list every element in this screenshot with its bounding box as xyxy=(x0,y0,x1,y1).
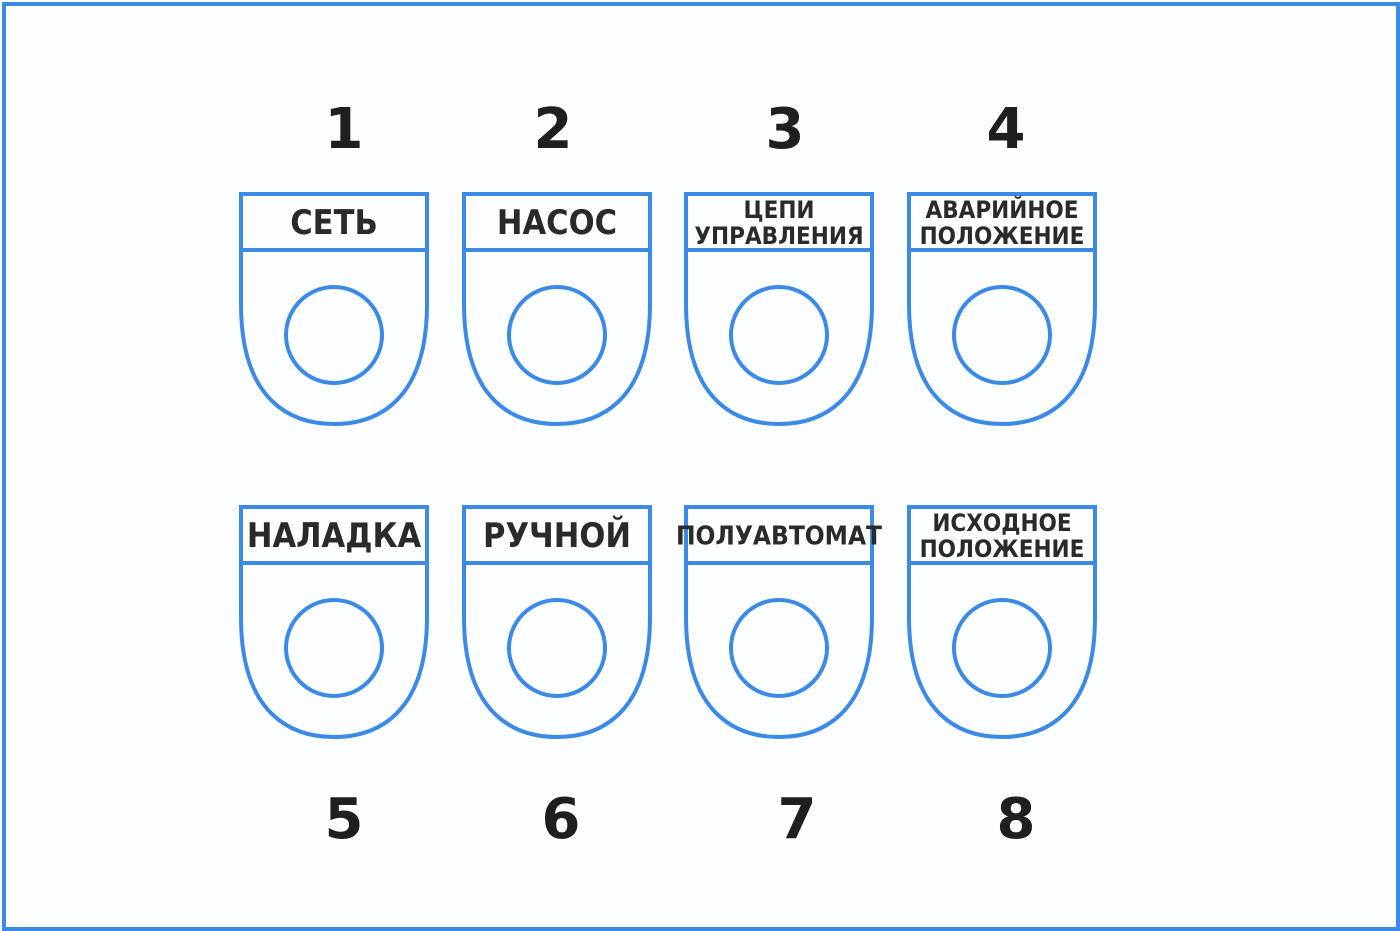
indicator-lamp xyxy=(729,598,829,698)
indicator-label: НАСОС xyxy=(497,203,617,243)
indicator-lamp xyxy=(284,598,384,698)
indicator-label-line: УПРАВЛЕНИЯ xyxy=(694,222,863,250)
indicator-label-line: АВАРИЙНОЕ xyxy=(925,195,1078,224)
indicator-housing-outline xyxy=(239,505,429,740)
indicator-number: 8 xyxy=(997,787,1036,852)
indicator-housing-outline xyxy=(684,192,874,427)
indicator-label-line: ЦЕПИ xyxy=(744,196,815,224)
indicator-housing-outline xyxy=(907,192,1097,427)
indicator-lamp xyxy=(507,285,607,385)
indicator-label: НАЛАДКА xyxy=(247,516,422,556)
indicator-number: 3 xyxy=(766,97,805,162)
indicator-housing-outline xyxy=(462,192,652,427)
indicator-lamp xyxy=(729,285,829,385)
indicator-housing-outline xyxy=(684,505,874,740)
indicator-label-line: ИСХОДНОЕ xyxy=(932,509,1071,537)
indicator-label-line: ПОЛОЖЕНИЕ xyxy=(920,222,1085,250)
indicator-number: 4 xyxy=(987,97,1026,162)
indicator-number: 1 xyxy=(325,97,364,162)
indicator-label: РУЧНОЙ xyxy=(483,515,631,556)
indicator-lamp xyxy=(952,598,1052,698)
indicator-housing-outline xyxy=(462,505,652,740)
indicator-number: 2 xyxy=(534,97,573,162)
indicator-lamp xyxy=(507,598,607,698)
indicator-1: СЕТЬ 1 xyxy=(239,97,429,427)
indicator-housing-outline xyxy=(907,505,1097,740)
indicator-number: 6 xyxy=(542,787,581,852)
indicator-label: ПОЛУАВТОМАТ xyxy=(676,521,882,551)
indicator-lamp xyxy=(284,285,384,385)
indicator-lamp xyxy=(952,285,1052,385)
indicator-number: 7 xyxy=(778,787,817,852)
indicator-label-line: ПОЛОЖЕНИЕ xyxy=(920,535,1085,563)
indicator-label: СЕТЬ xyxy=(290,203,378,243)
indicator-2: НАСОС 2 xyxy=(462,97,652,427)
indicator-number: 5 xyxy=(325,787,364,852)
indicator-housing-outline xyxy=(239,192,429,427)
indicator-6: РУЧНОЙ 6 xyxy=(462,505,652,852)
indicator-7: ПОЛУАВТОМАТ 7 xyxy=(676,505,882,852)
indicator-5: НАЛАДКА 5 xyxy=(239,505,429,852)
